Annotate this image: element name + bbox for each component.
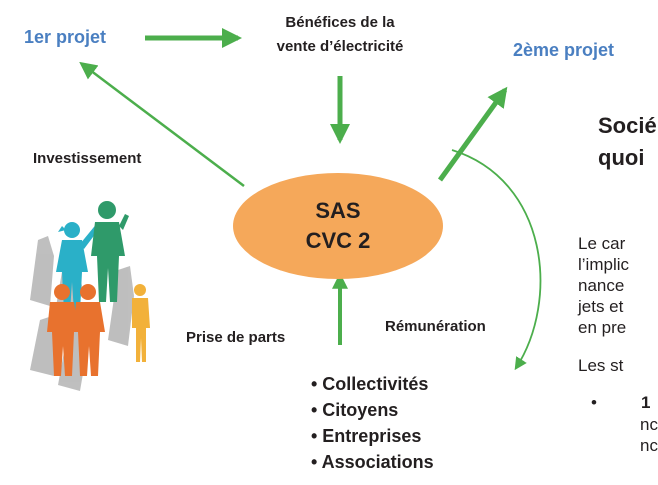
benefits-label: Bénéfices de la vente d’électricité [260,11,420,59]
side-para-line: jets et [578,297,624,316]
side-para-line: nance [578,276,625,295]
sas-label: SAS CVC 2 [278,196,398,256]
people-group-icon [30,201,150,391]
arrow-remuneration-curve [451,149,542,371]
side-bullet: • [591,393,597,412]
investment-label: Investissement [33,150,142,167]
side-bullet-cont-line: nc [640,436,658,455]
list-item: • Citoyens [311,400,399,420]
side-les-line: Les st [578,356,624,375]
arrow-sas-to-project1 [79,61,245,187]
side-para-line: en pre [578,318,627,337]
project1-label: 1er projet [24,27,107,47]
sas-ellipse [233,173,443,279]
sas-line1: SAS [315,198,361,223]
side-title-line1: Socié [598,113,657,138]
side-paragraph: Le car l’implic nance jets et en pre [578,233,629,338]
share-purchase-label: Prise de parts [186,329,286,346]
list-item: • Associations [311,452,434,472]
side-title: Socié quoi [598,110,657,174]
list-item: • Entreprises [311,426,422,446]
stakeholders-list: • Collectivités • Citoyens • Entreprises… [311,371,434,475]
list-item: • Collectivités [311,374,429,394]
side-bullet-cont-line: nc [640,415,658,434]
benefits-line2: vente d’électricité [276,38,404,55]
side-bullet-bold: 1 [641,393,651,412]
side-bullet-continuation: nc nc [640,414,658,456]
side-title-line2: quoi [598,145,645,170]
side-para-line: l’implic [578,255,629,274]
sas-line2: CVC 2 [305,228,371,253]
benefits-line1: Bénéfices de la [285,14,395,31]
project2-label: 2ème projet [513,40,615,60]
arrow-sas-to-project2 [437,86,508,182]
side-para-line: Le car [578,234,626,253]
remuneration-label: Rémunération [385,318,486,335]
